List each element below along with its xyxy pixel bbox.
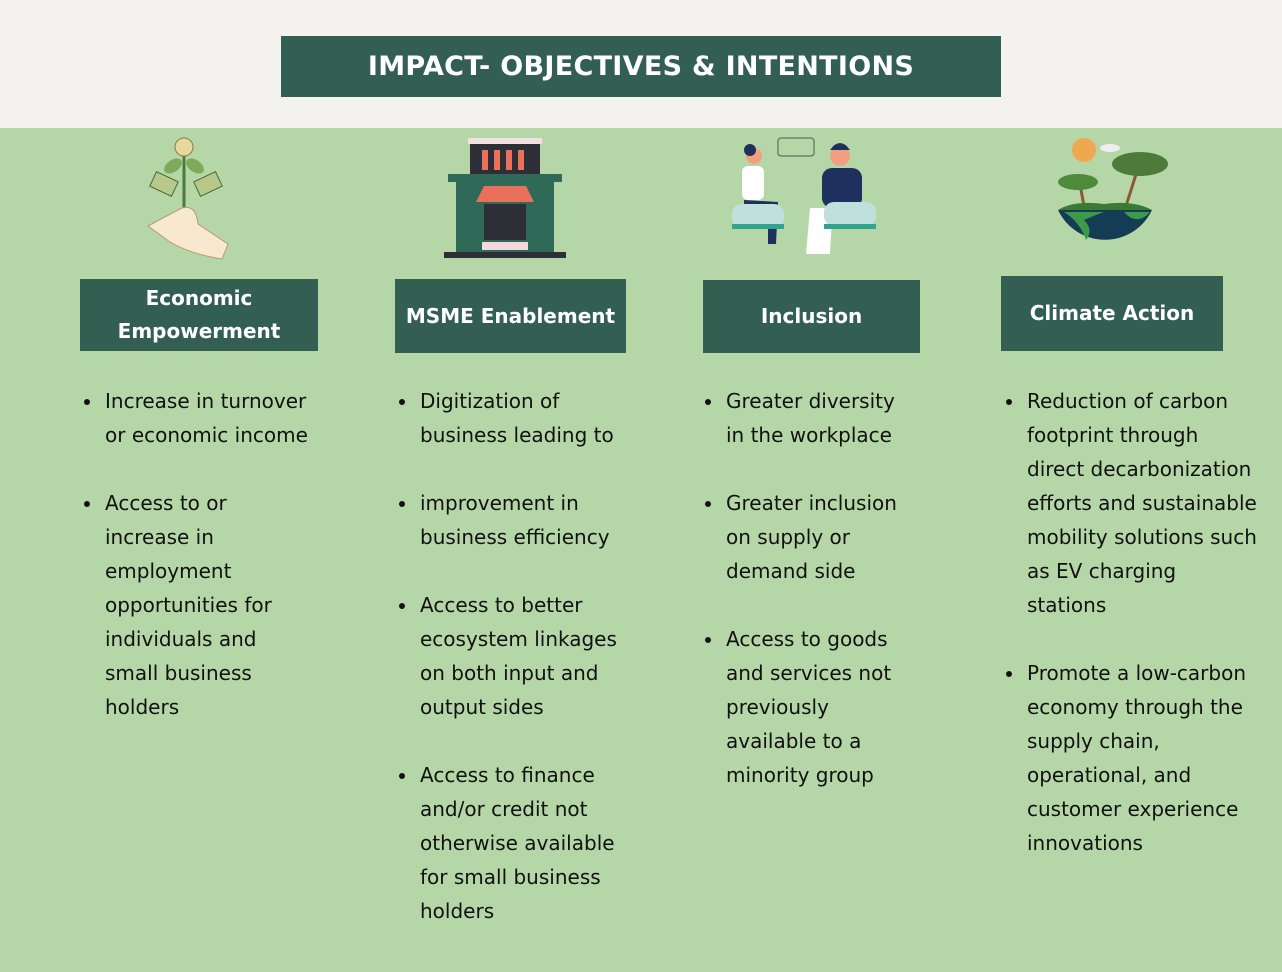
list-item: Reduction of carbon footprint through di…: [1003, 384, 1261, 622]
storefront-icon: [444, 138, 566, 258]
money-plant-hand-icon: [147, 137, 229, 260]
people-conversation-icon: [732, 137, 876, 254]
earth-trees-icon: [1058, 138, 1168, 240]
list-item: Access to better ecosystem linkages on b…: [396, 588, 641, 724]
heading-climate-action: Climate Action: [1001, 276, 1223, 351]
msme-enablement-list: Digitization of business leading to impro…: [396, 384, 641, 962]
list-item: Increase in turnover or economic income: [81, 384, 311, 452]
list-item: Promote a low-carbon economy through the…: [1003, 656, 1261, 860]
climate-action-list: Reduction of carbon footprint through di…: [1003, 384, 1261, 894]
list-item: Greater diversity in the workplace: [702, 384, 914, 452]
heading-economic-empowerment: Economic Empowerment: [80, 279, 318, 351]
page-title: IMPACT- OBJECTIVES & INTENTIONS: [281, 36, 1001, 97]
heading-msme-enablement: MSME Enablement: [395, 279, 626, 353]
list-item: Access to goods and services not previou…: [702, 622, 914, 792]
heading-inclusion: Inclusion: [703, 280, 920, 353]
list-item: Access to or increase in employment oppo…: [81, 486, 311, 724]
list-item: improvement in business efficiency: [396, 486, 641, 554]
list-item: Access to finance and/or credit not othe…: [396, 758, 641, 928]
list-item: Digitization of business leading to: [396, 384, 641, 452]
list-item: Greater inclusion on supply or demand si…: [702, 486, 914, 588]
